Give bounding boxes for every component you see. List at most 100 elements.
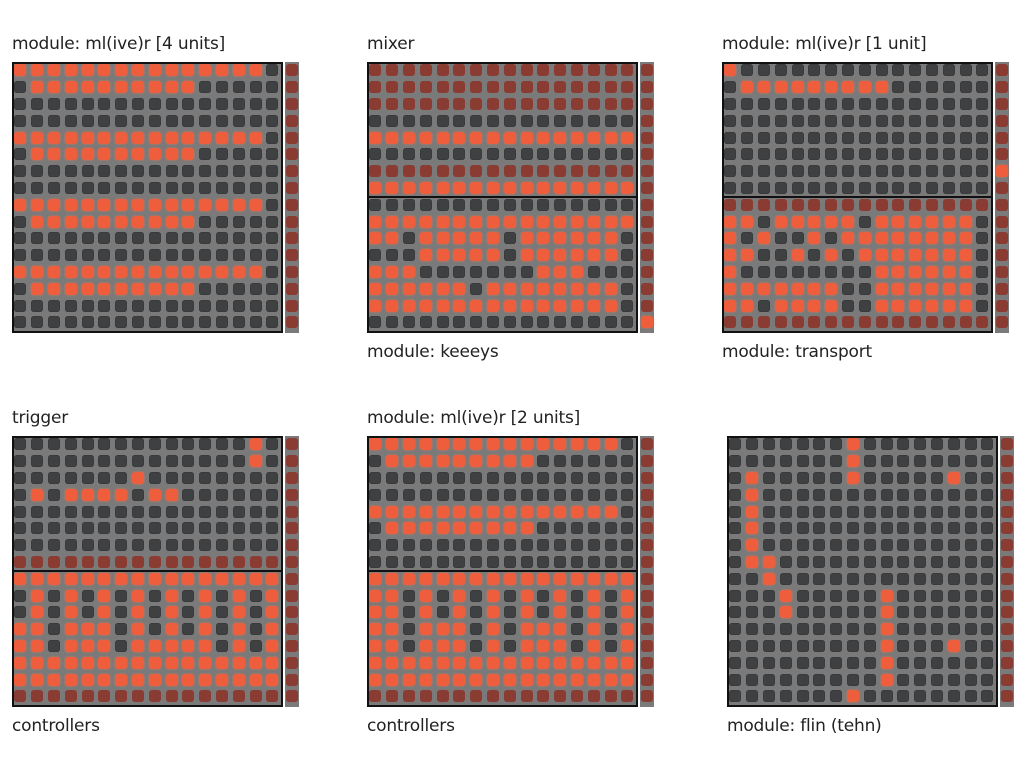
grid-key[interactable] bbox=[537, 114, 550, 127]
grid-key[interactable] bbox=[724, 64, 737, 77]
grid-key[interactable] bbox=[587, 316, 600, 329]
grid-key[interactable] bbox=[554, 64, 567, 77]
grid-key[interactable] bbox=[14, 232, 27, 245]
strip-key[interactable] bbox=[286, 64, 298, 77]
grid-key[interactable] bbox=[487, 182, 499, 194]
strip-key[interactable] bbox=[641, 198, 653, 211]
grid-key[interactable] bbox=[503, 165, 516, 178]
strip-key[interactable] bbox=[641, 98, 653, 110]
grid-key[interactable] bbox=[554, 316, 567, 329]
grid-key[interactable] bbox=[875, 64, 888, 77]
grid-key[interactable] bbox=[503, 299, 516, 312]
grid-key[interactable] bbox=[199, 131, 212, 144]
grid-key[interactable] bbox=[419, 266, 432, 278]
grid-key[interactable] bbox=[132, 266, 144, 278]
grid-key[interactable] bbox=[249, 232, 262, 245]
grid-key[interactable] bbox=[249, 131, 262, 144]
grid-key[interactable] bbox=[148, 64, 161, 77]
grid-key[interactable] bbox=[470, 114, 483, 127]
grid-key[interactable] bbox=[537, 64, 550, 77]
grid-key[interactable] bbox=[31, 282, 44, 295]
grid-key[interactable] bbox=[266, 98, 279, 110]
grid-key[interactable] bbox=[369, 232, 382, 245]
strip-key[interactable] bbox=[286, 606, 298, 619]
grid-key[interactable] bbox=[453, 232, 466, 245]
grid-key[interactable] bbox=[875, 81, 888, 94]
grid-key[interactable] bbox=[232, 215, 245, 228]
grid-key[interactable] bbox=[386, 215, 399, 228]
grid-key[interactable] bbox=[81, 266, 94, 278]
grid-key[interactable] bbox=[148, 282, 161, 295]
grid-key[interactable] bbox=[199, 148, 212, 161]
grid-key[interactable] bbox=[825, 81, 838, 94]
grid-key[interactable] bbox=[503, 64, 516, 77]
grid-key[interactable] bbox=[81, 282, 94, 295]
grid-key[interactable] bbox=[587, 81, 600, 94]
grid-key[interactable] bbox=[470, 81, 483, 94]
grid-key[interactable] bbox=[403, 148, 415, 161]
grid-key[interactable] bbox=[587, 232, 600, 245]
grid-key[interactable] bbox=[48, 114, 60, 127]
grid-key[interactable] bbox=[14, 98, 27, 110]
grid-key[interactable] bbox=[453, 182, 466, 194]
strip-key[interactable] bbox=[641, 673, 653, 686]
grid-key[interactable] bbox=[148, 316, 161, 329]
grid-key[interactable] bbox=[232, 165, 245, 178]
grid-key[interactable] bbox=[436, 249, 449, 262]
grid-key[interactable] bbox=[216, 182, 228, 194]
grid-key[interactable] bbox=[453, 198, 466, 211]
strip-key[interactable] bbox=[641, 606, 653, 619]
grid-key[interactable] bbox=[31, 148, 44, 161]
grid-key[interactable] bbox=[403, 249, 415, 262]
grid-key[interactable] bbox=[266, 232, 279, 245]
grid-key[interactable] bbox=[14, 182, 27, 194]
strip-key[interactable] bbox=[286, 488, 298, 501]
grid-key[interactable] bbox=[64, 165, 77, 178]
grid-key[interactable] bbox=[386, 266, 399, 278]
grid-key[interactable] bbox=[604, 282, 617, 295]
grid-key[interactable] bbox=[31, 165, 44, 178]
grid-key[interactable] bbox=[199, 249, 212, 262]
grid-key[interactable] bbox=[132, 165, 144, 178]
grid-key[interactable] bbox=[266, 148, 279, 161]
grid-key[interactable] bbox=[165, 64, 178, 77]
grid-key[interactable] bbox=[487, 98, 499, 110]
strip-key[interactable] bbox=[286, 266, 298, 278]
grid-key[interactable] bbox=[369, 215, 382, 228]
grid-key[interactable] bbox=[115, 215, 128, 228]
grid-key[interactable] bbox=[604, 114, 617, 127]
grid-key[interactable] bbox=[64, 249, 77, 262]
grid-key[interactable] bbox=[554, 165, 567, 178]
grid-key[interactable] bbox=[266, 198, 279, 211]
grid-key[interactable] bbox=[148, 198, 161, 211]
grid-key[interactable] bbox=[419, 131, 432, 144]
grid-key[interactable] bbox=[621, 232, 634, 245]
grid-key[interactable] bbox=[48, 182, 60, 194]
strip-key[interactable] bbox=[641, 522, 653, 535]
strip-key[interactable] bbox=[641, 81, 653, 94]
grid-key[interactable] bbox=[369, 131, 382, 144]
grid-key[interactable] bbox=[48, 131, 60, 144]
grid-key[interactable] bbox=[182, 131, 195, 144]
grid-key[interactable] bbox=[554, 131, 567, 144]
grid-key[interactable] bbox=[369, 182, 382, 194]
strip-key[interactable] bbox=[996, 165, 1008, 178]
grid-key[interactable] bbox=[571, 131, 583, 144]
grid-key[interactable] bbox=[403, 131, 415, 144]
grid-key[interactable] bbox=[436, 182, 449, 194]
grid-key[interactable] bbox=[419, 232, 432, 245]
strip-key[interactable] bbox=[1001, 623, 1013, 636]
grid-key[interactable] bbox=[571, 232, 583, 245]
grid-key[interactable] bbox=[503, 98, 516, 110]
grid-key[interactable] bbox=[81, 81, 94, 94]
grid-key[interactable] bbox=[249, 182, 262, 194]
grid-key[interactable] bbox=[115, 165, 128, 178]
grid-key[interactable] bbox=[587, 182, 600, 194]
grid-key[interactable] bbox=[503, 215, 516, 228]
grid-key[interactable] bbox=[470, 182, 483, 194]
grid-key[interactable] bbox=[419, 316, 432, 329]
grid-key[interactable] bbox=[419, 81, 432, 94]
strip-key[interactable] bbox=[286, 81, 298, 94]
grid-key[interactable] bbox=[436, 114, 449, 127]
grid-key[interactable] bbox=[621, 182, 634, 194]
